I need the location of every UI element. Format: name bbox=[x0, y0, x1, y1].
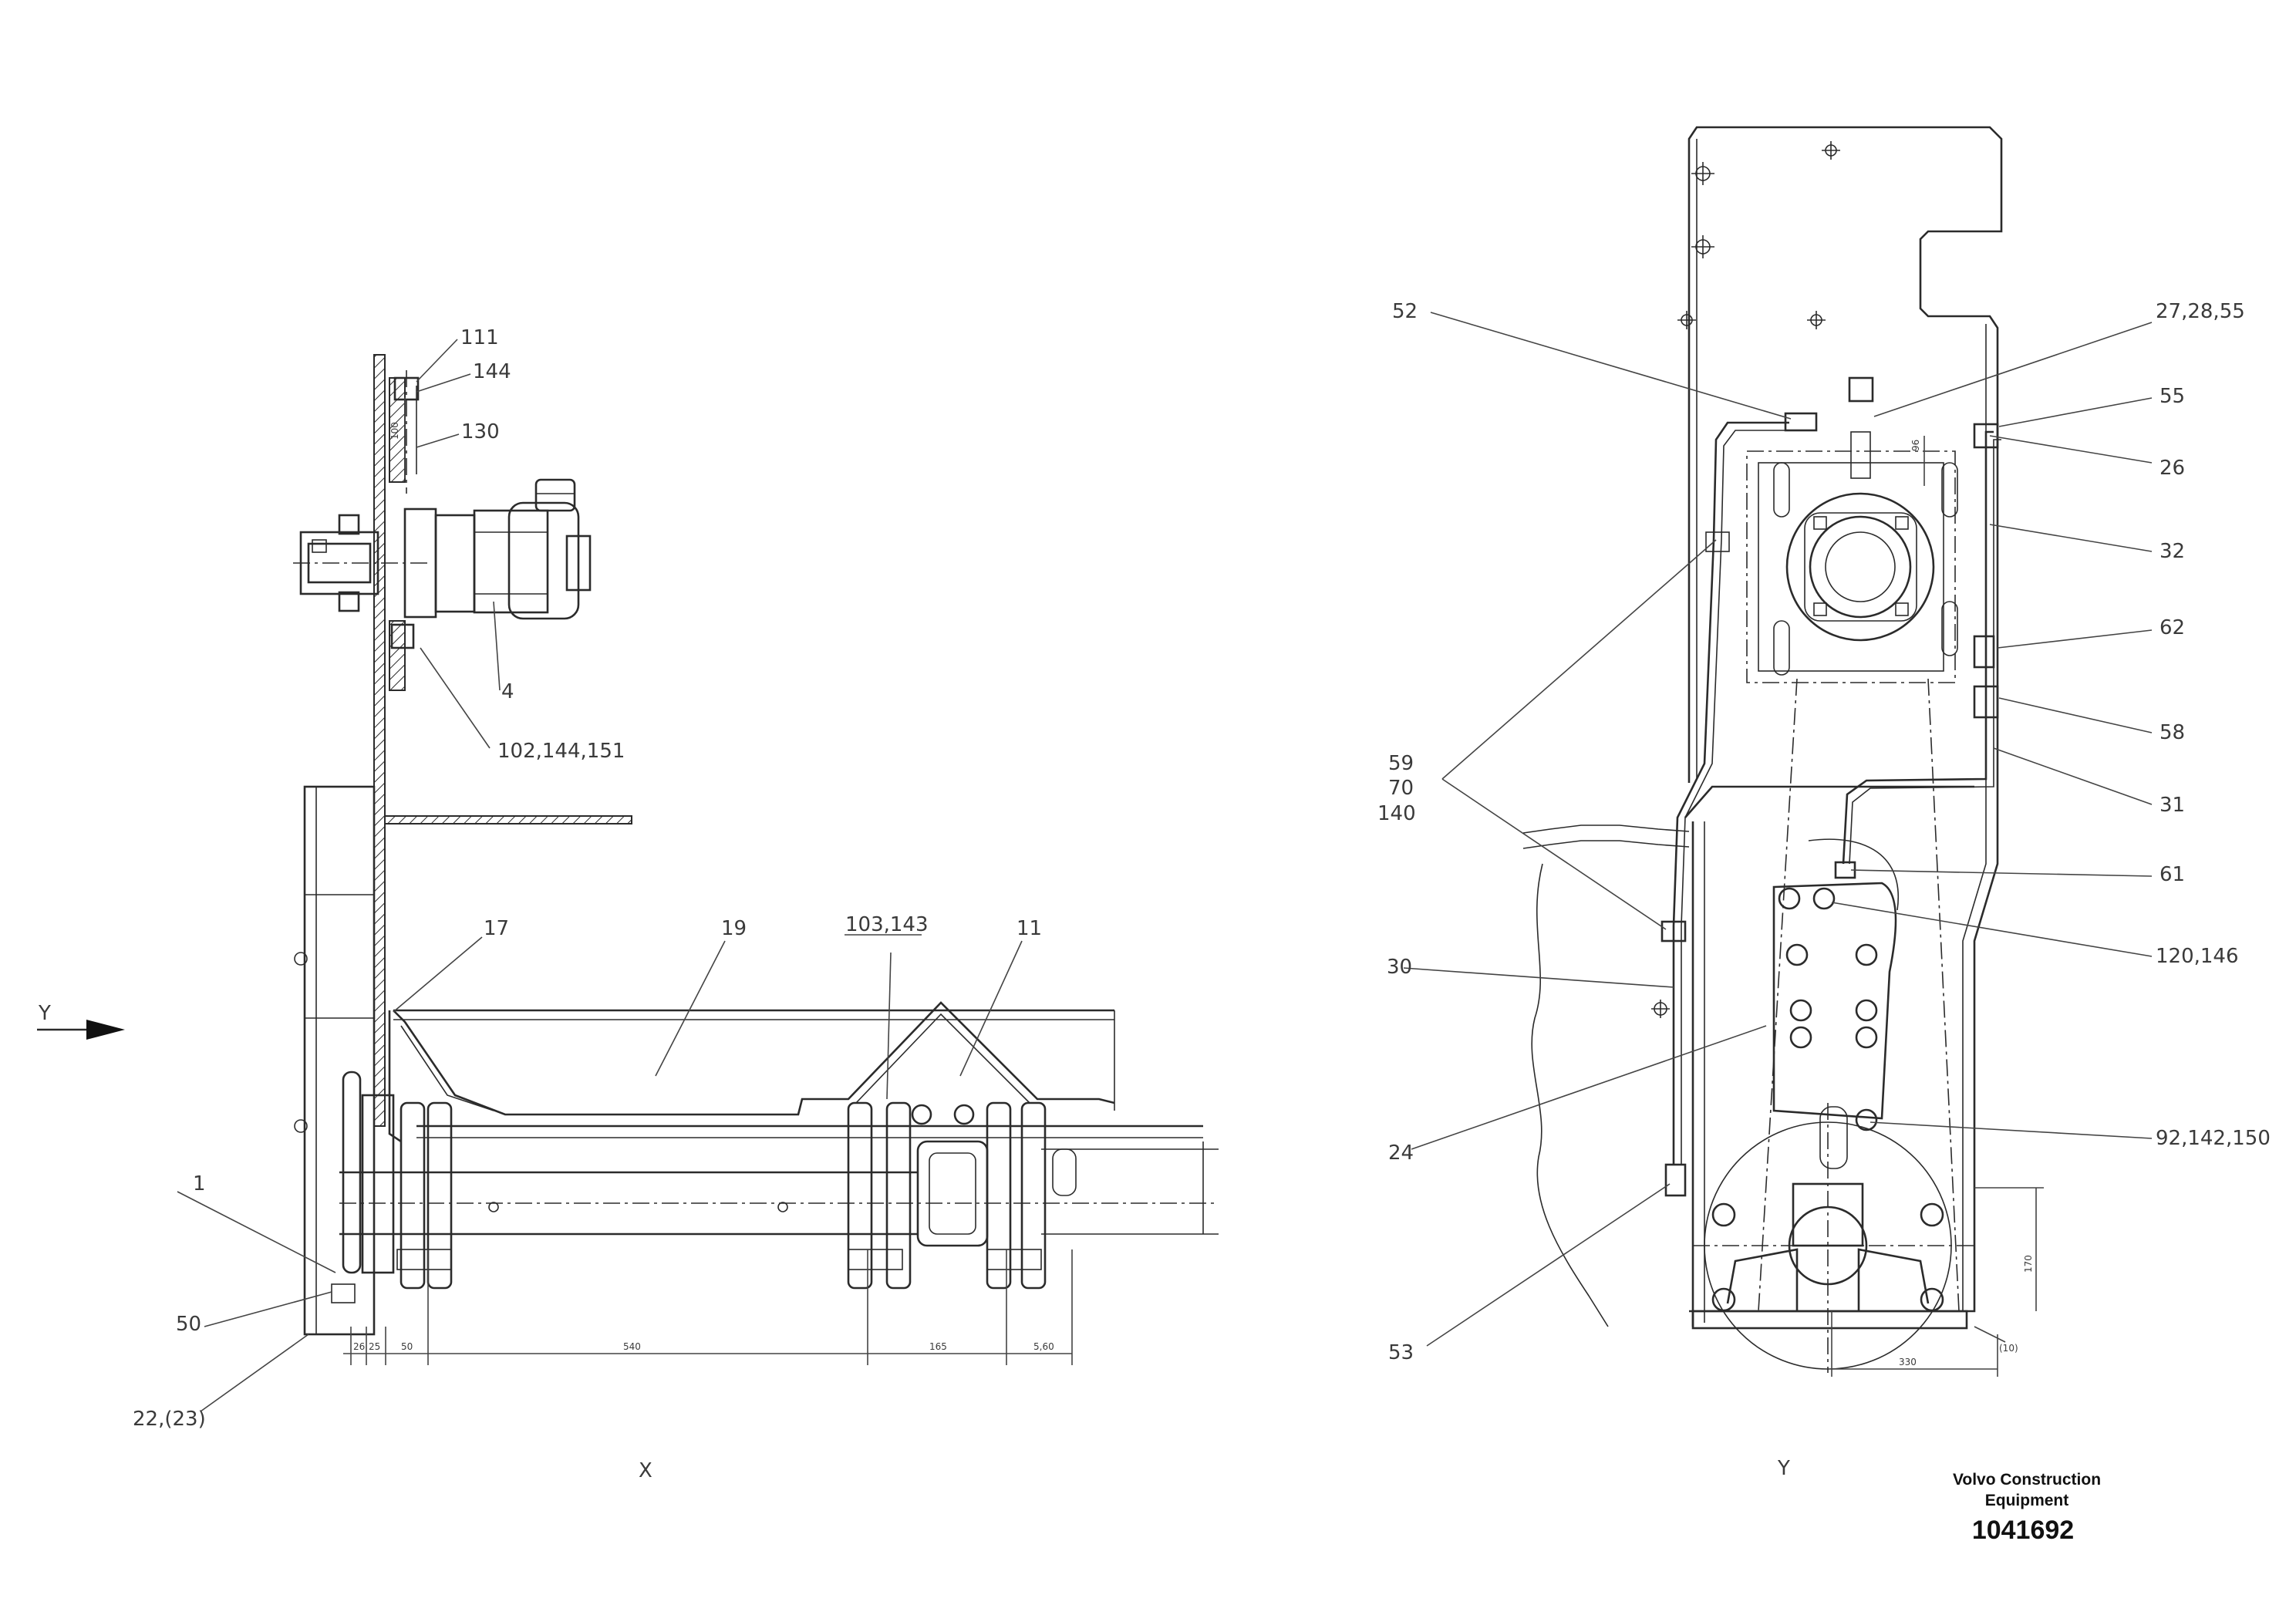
frame-side bbox=[294, 785, 376, 1336]
callout-61: 61 bbox=[2159, 863, 2185, 886]
callout-70: 70 bbox=[1388, 777, 1414, 800]
callout-50: 50 bbox=[176, 1313, 201, 1336]
dim-330: 330 bbox=[1899, 1357, 1917, 1367]
dim-540: 540 bbox=[623, 1341, 641, 1352]
callout-31: 31 bbox=[2159, 794, 2185, 817]
callout-130: 130 bbox=[461, 420, 500, 443]
dim-25: 25 bbox=[369, 1341, 380, 1352]
mounting-plate bbox=[373, 354, 386, 1127]
dim-96: 96 bbox=[1910, 440, 1921, 451]
callout-58: 58 bbox=[2159, 721, 2185, 744]
callout-144: 144 bbox=[473, 360, 511, 383]
company-line-2: Equipment bbox=[1985, 1492, 2069, 1509]
break-line bbox=[1522, 824, 1690, 1327]
callout-26: 26 bbox=[2159, 457, 2185, 480]
top-plate bbox=[384, 815, 632, 824]
bearing-plate bbox=[1746, 376, 1958, 683]
callout-102-144-151: 102,144,151 bbox=[497, 740, 625, 763]
callout-1: 1 bbox=[193, 1172, 206, 1195]
view-label-y: Y bbox=[1777, 1457, 1790, 1480]
callout-24: 24 bbox=[1388, 1141, 1414, 1165]
drawing-number: 1041692 bbox=[1972, 1516, 2074, 1545]
company-line-1: Volvo Construction bbox=[1953, 1471, 2101, 1489]
view-x bbox=[37, 339, 1219, 1412]
dim-100: 100 bbox=[389, 422, 400, 440]
callout-32: 32 bbox=[2159, 540, 2185, 563]
conveyor-trough bbox=[393, 1001, 1115, 1116]
hydraulic-pipes bbox=[1660, 412, 2001, 1197]
callout-140: 140 bbox=[1377, 802, 1416, 825]
side-plate bbox=[388, 1010, 402, 1143]
direction-arrow bbox=[37, 1020, 125, 1040]
dim-26: 26 bbox=[353, 1341, 365, 1352]
callout-30: 30 bbox=[1387, 956, 1412, 979]
callout-11: 11 bbox=[1017, 917, 1042, 940]
arrow-label-y: Y bbox=[38, 1002, 51, 1025]
callout-55: 55 bbox=[2159, 385, 2185, 408]
dim-170: 170 bbox=[2023, 1255, 2034, 1273]
callout-22-23: 22,(23) bbox=[133, 1408, 206, 1431]
lower-frame bbox=[1684, 785, 1974, 1330]
dims-left bbox=[343, 397, 1073, 1365]
arm-plate bbox=[1772, 838, 1900, 1169]
callout-62: 62 bbox=[2159, 616, 2185, 639]
callout-111: 111 bbox=[460, 326, 499, 349]
lower-bracket bbox=[389, 620, 406, 691]
dim-5-60: 5,60 bbox=[1033, 1341, 1054, 1352]
view-y bbox=[1403, 126, 2153, 1377]
callout-17: 17 bbox=[484, 917, 509, 940]
leaders-right bbox=[1403, 312, 2153, 1347]
callout-19: 19 bbox=[721, 917, 747, 940]
dims-right bbox=[1831, 436, 2044, 1377]
callout-120-146: 120,146 bbox=[2156, 945, 2239, 968]
callout-59: 59 bbox=[1388, 752, 1414, 775]
shaft-coupling bbox=[293, 514, 432, 612]
callout-52: 52 bbox=[1392, 300, 1418, 323]
view-label-x: X bbox=[639, 1459, 652, 1482]
callout-27-28-55: 27,28,55 bbox=[2156, 300, 2245, 323]
swing-arm bbox=[1758, 678, 1960, 1312]
leaders-left bbox=[177, 339, 1023, 1412]
callout-4: 4 bbox=[501, 680, 514, 703]
hydraulic-motor bbox=[403, 478, 592, 620]
dim-50: 50 bbox=[401, 1341, 413, 1352]
callout-103-143: 103,143 bbox=[845, 913, 929, 936]
upright-outline bbox=[1687, 126, 2003, 1313]
hole-markers bbox=[1651, 141, 1840, 1018]
roller-assembly bbox=[331, 1071, 1219, 1303]
dim-165: 165 bbox=[929, 1341, 947, 1352]
callout-92-142-150: 92,142,150 bbox=[2156, 1127, 2271, 1150]
dim-10: (10) bbox=[1999, 1343, 2018, 1354]
callout-53: 53 bbox=[1388, 1341, 1414, 1364]
lower-bearing bbox=[1693, 1103, 1974, 1373]
